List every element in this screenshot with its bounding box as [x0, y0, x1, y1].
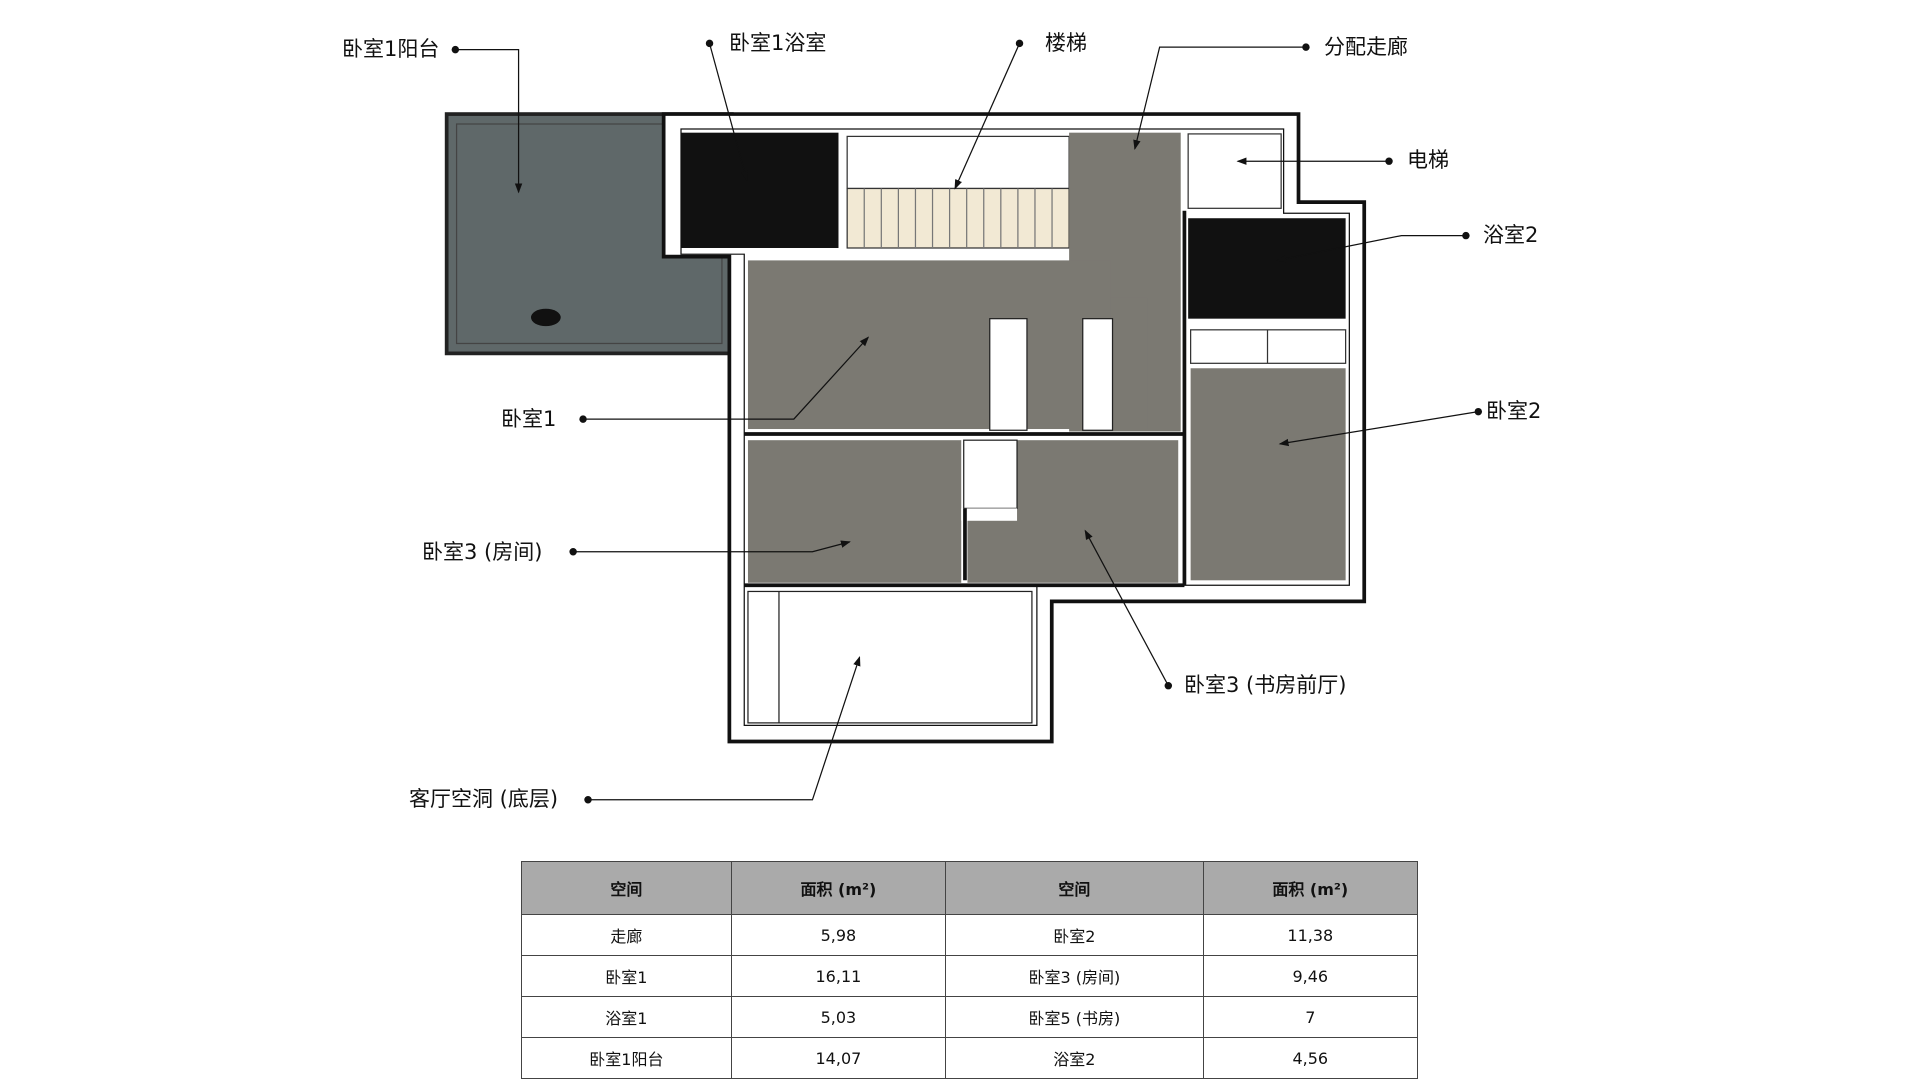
- cell: 4,56: [1202, 1037, 1419, 1079]
- label-elevator: 电梯: [1407, 148, 1449, 172]
- bedroom2-room: [1190, 368, 1346, 581]
- cell: 卧室1: [521, 955, 732, 997]
- cell: 浴室1: [521, 996, 732, 1038]
- cell: 7: [1202, 996, 1419, 1038]
- cell: 14,07: [730, 1037, 947, 1079]
- label-bedroom1-bath: 卧室1浴室: [729, 31, 827, 55]
- cell: 卧室3 (房间): [945, 955, 1204, 997]
- label-bedroom3-room: 卧室3 (房间): [422, 540, 543, 564]
- label-living-void: 客厅空洞 (底层): [409, 787, 559, 811]
- label-stairs: 楼梯: [1045, 31, 1087, 55]
- header-area: 面积 (m²): [1202, 861, 1419, 915]
- cell: 11,38: [1202, 914, 1419, 956]
- label-bedroom3-study: 卧室3 (书房前厅): [1184, 673, 1347, 697]
- label-bath2: 浴室2: [1483, 223, 1539, 247]
- cell: 16,11: [730, 955, 947, 997]
- label-bedroom1: 卧室1: [501, 407, 557, 431]
- label-bedroom2: 卧室2: [1486, 399, 1542, 423]
- header-space: 空间: [521, 861, 732, 915]
- cell: 卧室5 (书房): [945, 996, 1204, 1038]
- cell: 卧室2: [945, 914, 1204, 956]
- stairs-treads: [846, 187, 1070, 249]
- bedroom3-room: [747, 440, 962, 583]
- cell: 走廊: [521, 914, 732, 956]
- bedroom1-room: [747, 260, 1111, 430]
- cell: 9,46: [1202, 955, 1419, 997]
- cell: 5,03: [730, 996, 947, 1038]
- header-space: 空间: [945, 861, 1204, 915]
- bath2-room: [1188, 218, 1346, 319]
- living-void: [747, 590, 1033, 724]
- header-area: 面积 (m²): [730, 861, 947, 915]
- cell: 浴室2: [945, 1037, 1204, 1079]
- cell: 卧室1阳台: [521, 1037, 732, 1079]
- person-figure: [530, 308, 561, 327]
- table-header-row: 空间 面积 (m²) 空间 面积 (m²): [521, 861, 1419, 915]
- elevator-shaft: [1187, 133, 1282, 209]
- cell: 5,98: [730, 914, 947, 956]
- bath1-room: [681, 132, 839, 248]
- label-corridor: 分配走廊: [1324, 35, 1408, 59]
- label-bedroom1-balcony: 卧室1阳台: [342, 37, 440, 61]
